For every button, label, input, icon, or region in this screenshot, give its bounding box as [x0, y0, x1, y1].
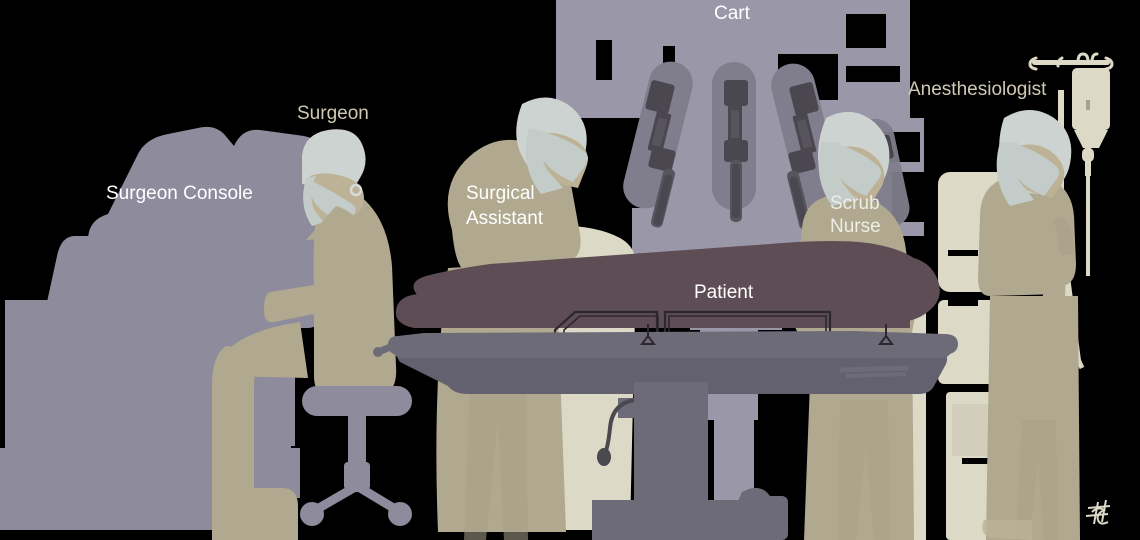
- table-side-rail-left: [373, 340, 402, 357]
- anesthesiologist-figure: [978, 110, 1080, 540]
- table-side-rail-right: [839, 365, 909, 378]
- table-arm-supports: [640, 324, 894, 345]
- table-control-pendant: [597, 448, 611, 466]
- surgeon-stool: [300, 386, 412, 526]
- robot-arm-left: [623, 61, 693, 228]
- operating-table-and-patient: [373, 241, 958, 540]
- patient-figure: [395, 241, 940, 328]
- surgeon-figure: [212, 129, 397, 540]
- table-base: [592, 382, 788, 540]
- robot-arm-center: [712, 62, 756, 222]
- artist-signature: [1085, 499, 1111, 525]
